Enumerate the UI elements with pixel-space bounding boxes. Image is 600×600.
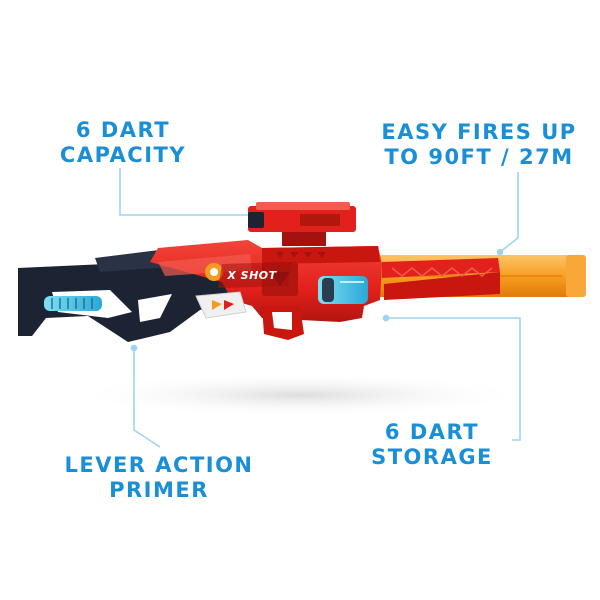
brand-logo-text: X SHOT bbox=[226, 269, 277, 282]
leader-lines bbox=[119, 168, 521, 448]
scope bbox=[248, 202, 356, 246]
callout-lever-primer: LEVER ACTION PRIMER bbox=[54, 453, 264, 503]
callout-firing-range: EASY FIRES UP TO 90FT / 27M bbox=[372, 120, 586, 170]
callout-dart-capacity-line1: 6 DART bbox=[75, 118, 171, 142]
leader-line-fires bbox=[499, 172, 519, 253]
callout-dart-storage-line1: 6 DART bbox=[384, 420, 480, 444]
callout-dart-storage-line2: STORAGE bbox=[371, 445, 493, 469]
callout-firing-range-line2: TO 90FT / 27M bbox=[384, 145, 574, 169]
trigger bbox=[262, 306, 304, 340]
floor-shadow bbox=[70, 373, 530, 417]
brand-logo bbox=[218, 262, 292, 288]
callout-lever-primer-line1: LEVER ACTION bbox=[64, 453, 254, 477]
callout-dart-capacity: 6 DART CAPACITY bbox=[46, 118, 200, 168]
dart-chamber bbox=[318, 276, 368, 304]
callout-dart-capacity-line2: CAPACITY bbox=[59, 143, 187, 167]
callout-lever-primer-line2: PRIMER bbox=[109, 478, 209, 502]
leader-line-storage bbox=[386, 317, 521, 441]
leader-dot-fires bbox=[496, 248, 504, 256]
lever-primer bbox=[195, 263, 247, 319]
leader-dot-primer bbox=[130, 344, 138, 352]
callout-firing-range-line1: EASY FIRES UP bbox=[381, 120, 577, 144]
leader-dot-storage bbox=[382, 314, 390, 322]
callout-dart-storage: 6 DART STORAGE bbox=[352, 420, 512, 470]
leader-line-primer bbox=[133, 348, 161, 448]
stock bbox=[18, 248, 238, 342]
leader-line-capacity bbox=[119, 168, 258, 216]
